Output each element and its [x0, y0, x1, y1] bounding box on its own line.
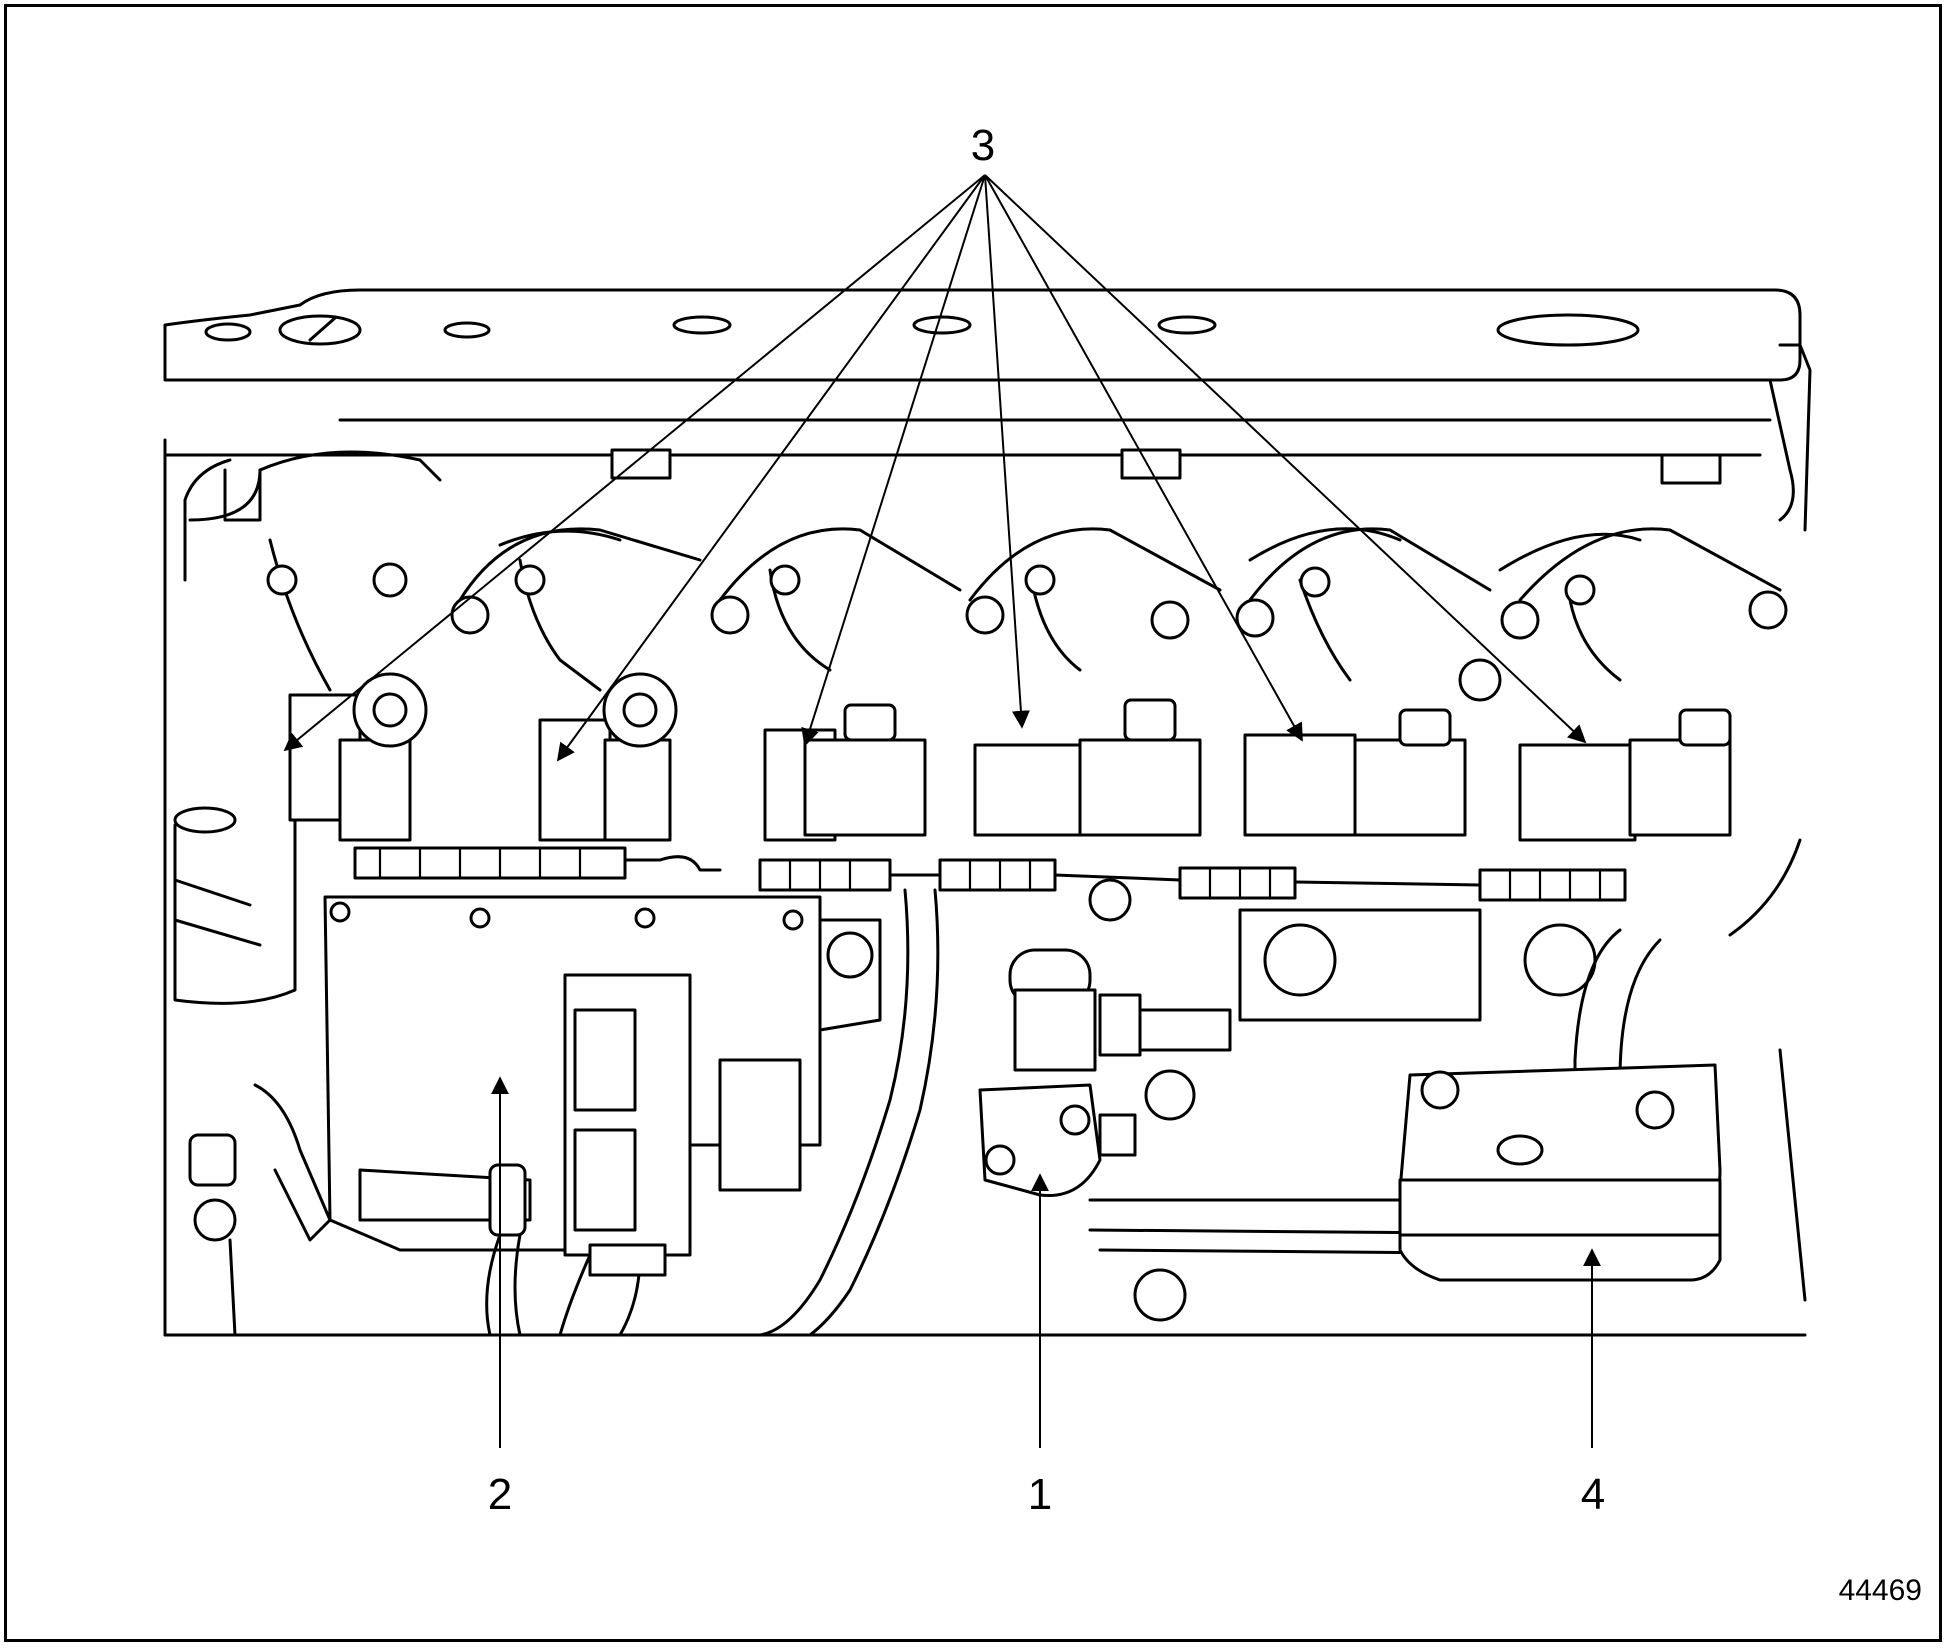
callout-4-label: 4 [1580, 1470, 1606, 1519]
engine-right-side [1088, 838, 1807, 1322]
fuel-lines [188, 450, 1782, 692]
leader-lines [283, 174, 1601, 1448]
lower-harness [358, 888, 940, 1337]
figure-number: 44469 [1838, 1574, 1922, 1607]
callout-2-label: 2 [487, 1470, 513, 1519]
callout-1-label: 1 [1027, 1470, 1053, 1519]
ecu-module [323, 895, 882, 1257]
line-fittings [266, 562, 1788, 702]
callout-3-label: 3 [970, 121, 996, 170]
pressure-valve [978, 948, 1232, 1198]
wiring-harness [353, 846, 1627, 922]
injectors [288, 672, 1732, 842]
engine-left-side [163, 453, 332, 1337]
valve-cover [163, 288, 1812, 532]
